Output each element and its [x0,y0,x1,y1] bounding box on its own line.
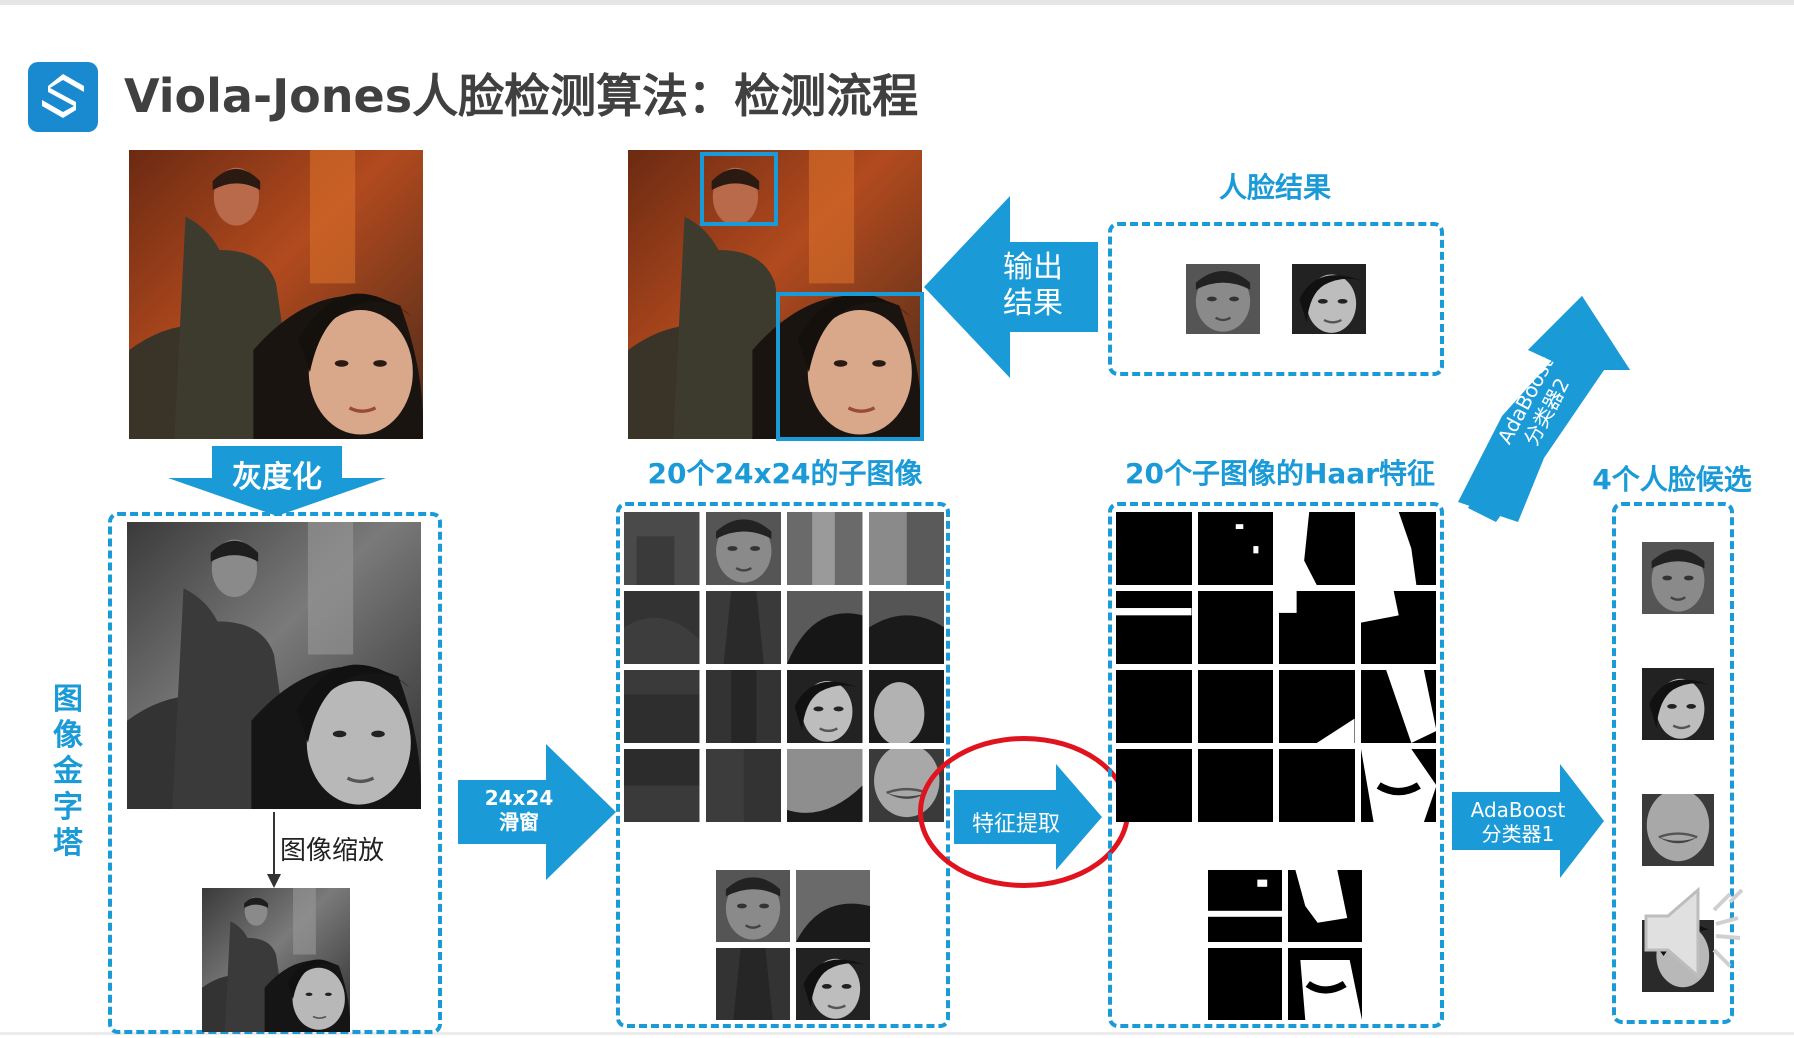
page-title: Viola-Jones人脸检测算法：检测流程 [124,69,919,123]
haar-cell [1197,591,1273,664]
haar-cell [1208,948,1282,1020]
subimage-cell [796,948,870,1020]
haar-cell [1360,512,1436,585]
grayscale-label: 灰度化 [232,460,322,495]
subimage-cell [868,591,944,664]
haar-cell [1360,670,1436,743]
face-results-label: 人脸结果 [1218,171,1331,204]
subimage-cell [705,512,781,585]
subimage-cell [868,670,944,743]
subimage-cell [705,591,781,664]
haar-cell [1116,749,1192,822]
adaboost2-arrow [1458,296,1630,522]
original-image [129,150,423,439]
haar-cell [1116,591,1192,664]
subimage-cell [705,670,781,743]
subimage-cell [705,749,781,822]
haar-features-label: 20个子图像的Haar特征 [1125,457,1435,490]
subimage-cell [716,948,790,1020]
grayscale-arrow [168,446,386,516]
haar-cell [1279,749,1355,822]
haar-cell [1360,749,1436,822]
subimages-label: 20个24x24的子图像 [647,457,923,490]
haar-cell [1360,591,1436,664]
pyramid-label: 图 像 金 字 塔 [53,682,83,861]
sliding-window-label: 24x24 滑窗 [484,786,554,834]
haar-cell [1279,512,1355,585]
output-arrow [924,196,1098,378]
subimage-cell [624,591,700,664]
haar-cell [1197,670,1273,743]
candidate-face-1 [1640,540,1716,616]
haar-grid [1116,512,1436,822]
top-border [0,0,1794,5]
haar-cell [1279,591,1355,664]
subimage-cell [787,670,863,743]
haar-cell [1116,670,1192,743]
result-face-woman [1290,262,1368,336]
subimage-cell [868,512,944,585]
subimage-grid-small [716,870,870,1020]
haar-cell [1197,749,1273,822]
haar-grid-small [1208,870,1362,1020]
down-arrow-icon [264,812,284,888]
subimage-cell [624,512,700,585]
adaboost1-arrow [1452,764,1604,878]
subimage-cell [624,749,700,822]
adaboost1-label: AdaBoost 分类器1 [1470,798,1566,846]
detection-box-woman [776,292,924,441]
speaker-icon[interactable] [1638,878,1758,988]
haar-cell [1116,512,1192,585]
subimage-cell [787,512,863,585]
haar-cell [1279,670,1355,743]
haar-cell [1208,870,1282,942]
pyramid-box [108,512,442,1034]
grayscale-image [127,522,421,809]
subimage-cell [624,670,700,743]
haar-cell [1288,870,1362,942]
candidate-face-2 [1640,666,1716,742]
subimage-cell [787,749,863,822]
haar-cell [1288,948,1362,1020]
bottom-border [0,1032,1794,1035]
candidate-face-3 [1640,788,1716,868]
result-face-man [1184,262,1262,336]
subimage-grid [624,512,944,822]
haar-box [1108,502,1444,1028]
scaled-image [202,888,350,1032]
s-logo-icon [28,62,98,132]
detection-box-man [700,152,778,226]
subimage-cell [716,870,790,942]
output-label: 输出 结果 [1003,250,1063,321]
subimage-cell [787,591,863,664]
scaling-label: 图像缩放 [280,836,385,866]
highlight-circle [918,736,1130,888]
subimage-cell [796,870,870,942]
candidates-box [1612,502,1734,1024]
candidates-label: 4个人脸候选 [1592,463,1752,496]
sliding-window-arrow [458,744,616,880]
haar-cell [1197,512,1273,585]
face-results-box [1108,222,1444,376]
